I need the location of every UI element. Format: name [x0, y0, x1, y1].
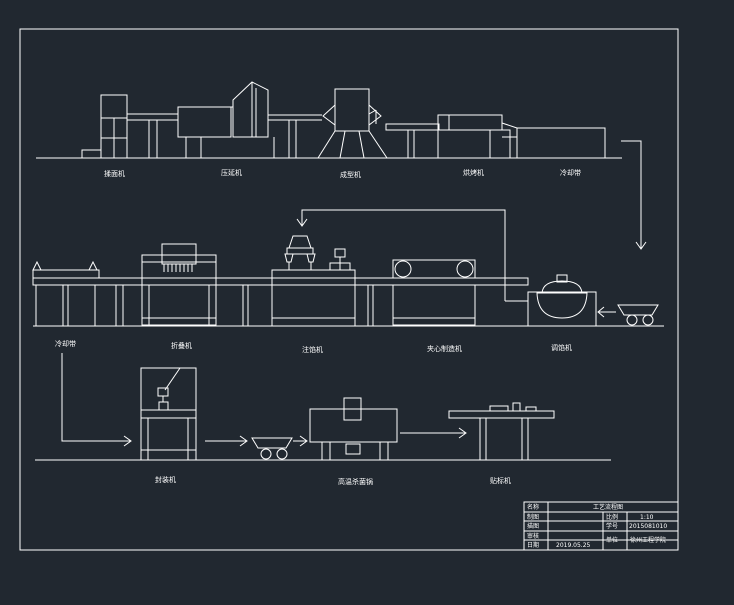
row2-machines: 冷却带 折叠机 注馅机 夹心制造机 调馅机 [32, 209, 664, 354]
title-block-row3-col3: 学号 [606, 522, 618, 530]
title-block-title: 工艺流程图 [593, 503, 623, 511]
row3-machines: 封装机 高温杀菌锅 贴标机 [35, 367, 611, 486]
title-block-row2-col3: 比例 [606, 513, 618, 521]
packaging-machine [140, 367, 197, 461]
cart-1 [597, 304, 659, 326]
row1-label-3: 成型机 [340, 170, 361, 179]
sandwich-machine [392, 259, 476, 326]
row1-labels: 揉面机 压延机 成型机 烘烤机 冷却带 [104, 168, 581, 179]
title-block-row4-col3: 单位 [606, 536, 618, 544]
title-block-date: 2019.05.25 [556, 542, 591, 549]
cart-2 [251, 437, 293, 460]
drawing-border [19, 28, 679, 551]
title-block-name-label: 名称 [527, 503, 539, 511]
flow-arrow-return-to-filler [296, 209, 528, 302]
title-block-row3-label: 描图 [527, 522, 539, 530]
title-block-row4-col4: 徐州工程学院 [630, 536, 666, 544]
flow-arrow-to-sterilizer [293, 435, 308, 447]
cooling-belt-2 [32, 260, 124, 326]
flow-arrow-to-labeler [400, 427, 467, 439]
title-block-row3-col4: 2015081010 [629, 523, 667, 530]
title-block-row2-label: 制图 [527, 513, 539, 521]
row2-table-top [32, 277, 529, 286]
baking-machine-1 [385, 114, 518, 159]
title-block-date-label: 日期 [527, 541, 539, 549]
row3-label-3: 贴标机 [490, 476, 511, 485]
title-block: 名称 工艺流程图 制图 比例 1:10 描图 学号 2015081010 审核 … [523, 501, 679, 551]
title-block-row4-label: 审核 [527, 532, 539, 540]
row1-machines: 揉面机 压延机 成型机 烘烤机 冷却带 [36, 81, 622, 179]
filling-machine [271, 235, 374, 327]
forming-machine-1 [317, 88, 388, 159]
title-block-row2-col4: 1:10 [640, 514, 654, 521]
row2-labels: 冷却带 折叠机 注馅机 夹心制造机 调馅机 [55, 339, 572, 354]
row2-label-1: 冷却带 [55, 339, 76, 348]
row1-label-1: 揉面机 [104, 169, 125, 178]
row3-label-2: 高温杀菌锅 [338, 477, 373, 486]
flow-arrow-row1-to-row2 [621, 140, 647, 250]
row3-label-1: 封装机 [155, 475, 176, 484]
row1-label-2: 压延机 [221, 168, 242, 177]
row2-label-5: 调馅机 [551, 343, 572, 352]
row2-label-4: 夹心制造机 [427, 344, 462, 353]
kneading-machine-1 [81, 94, 178, 159]
row2-label-2: 折叠机 [171, 341, 192, 350]
row1-label-5: 冷却带 [560, 168, 581, 177]
flow-arrow-row2-to-row3 [61, 353, 132, 447]
cooling-belt-1 [516, 127, 606, 159]
folding-machine [141, 243, 249, 326]
filling-mixer-kettle [527, 274, 597, 327]
row1-label-4: 烘烤机 [463, 168, 484, 177]
sterilizer [309, 397, 398, 461]
labeling-machine [448, 402, 555, 461]
pressing-machine-1 [177, 81, 322, 158]
row3-labels: 封装机 高温杀菌锅 贴标机 [155, 475, 511, 486]
row2-label-3: 注馅机 [302, 345, 323, 354]
flow-arrow-to-cart [205, 435, 248, 447]
